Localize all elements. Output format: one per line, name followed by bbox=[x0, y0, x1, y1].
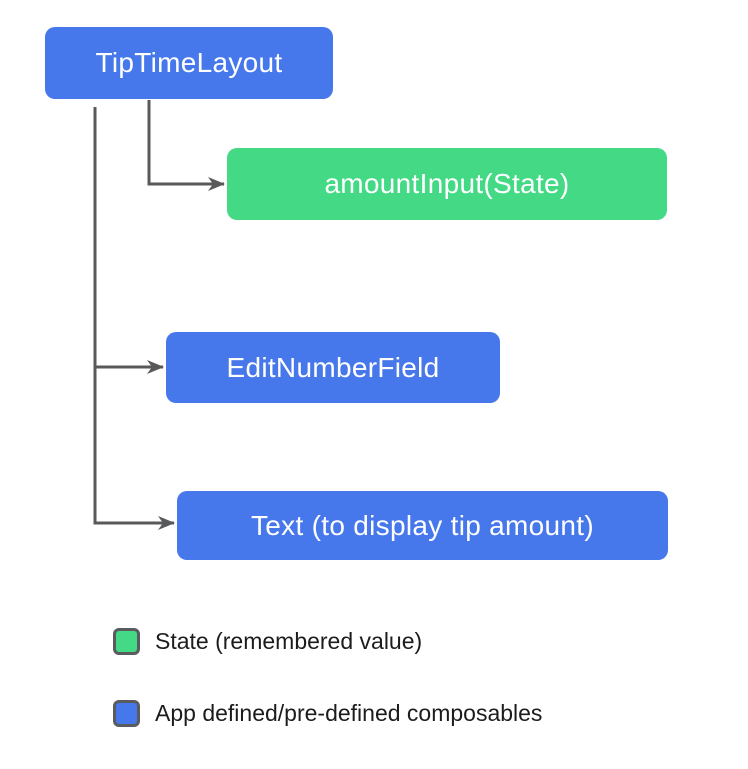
legend-item-composables: App defined/pre-defined composables bbox=[113, 700, 542, 727]
connector-root-to-text bbox=[93, 107, 175, 530]
node-tiptimelayout: TipTimeLayout bbox=[45, 27, 333, 99]
legend-item-state: State (remembered value) bbox=[113, 628, 422, 655]
legend-label-state: State (remembered value) bbox=[155, 628, 423, 654]
legend-swatch-blue bbox=[113, 700, 140, 727]
node-editnumberfield: EditNumberField bbox=[166, 332, 500, 403]
legend-label-composables: App defined/pre-defined composables bbox=[155, 700, 543, 726]
node-amountinput-state: amountInput(State) bbox=[227, 148, 667, 220]
legend-swatch-green bbox=[113, 628, 140, 655]
node-text-tip-amount: Text (to display tip amount) bbox=[177, 491, 668, 560]
connector-root-to-amountinput bbox=[147, 100, 225, 191]
